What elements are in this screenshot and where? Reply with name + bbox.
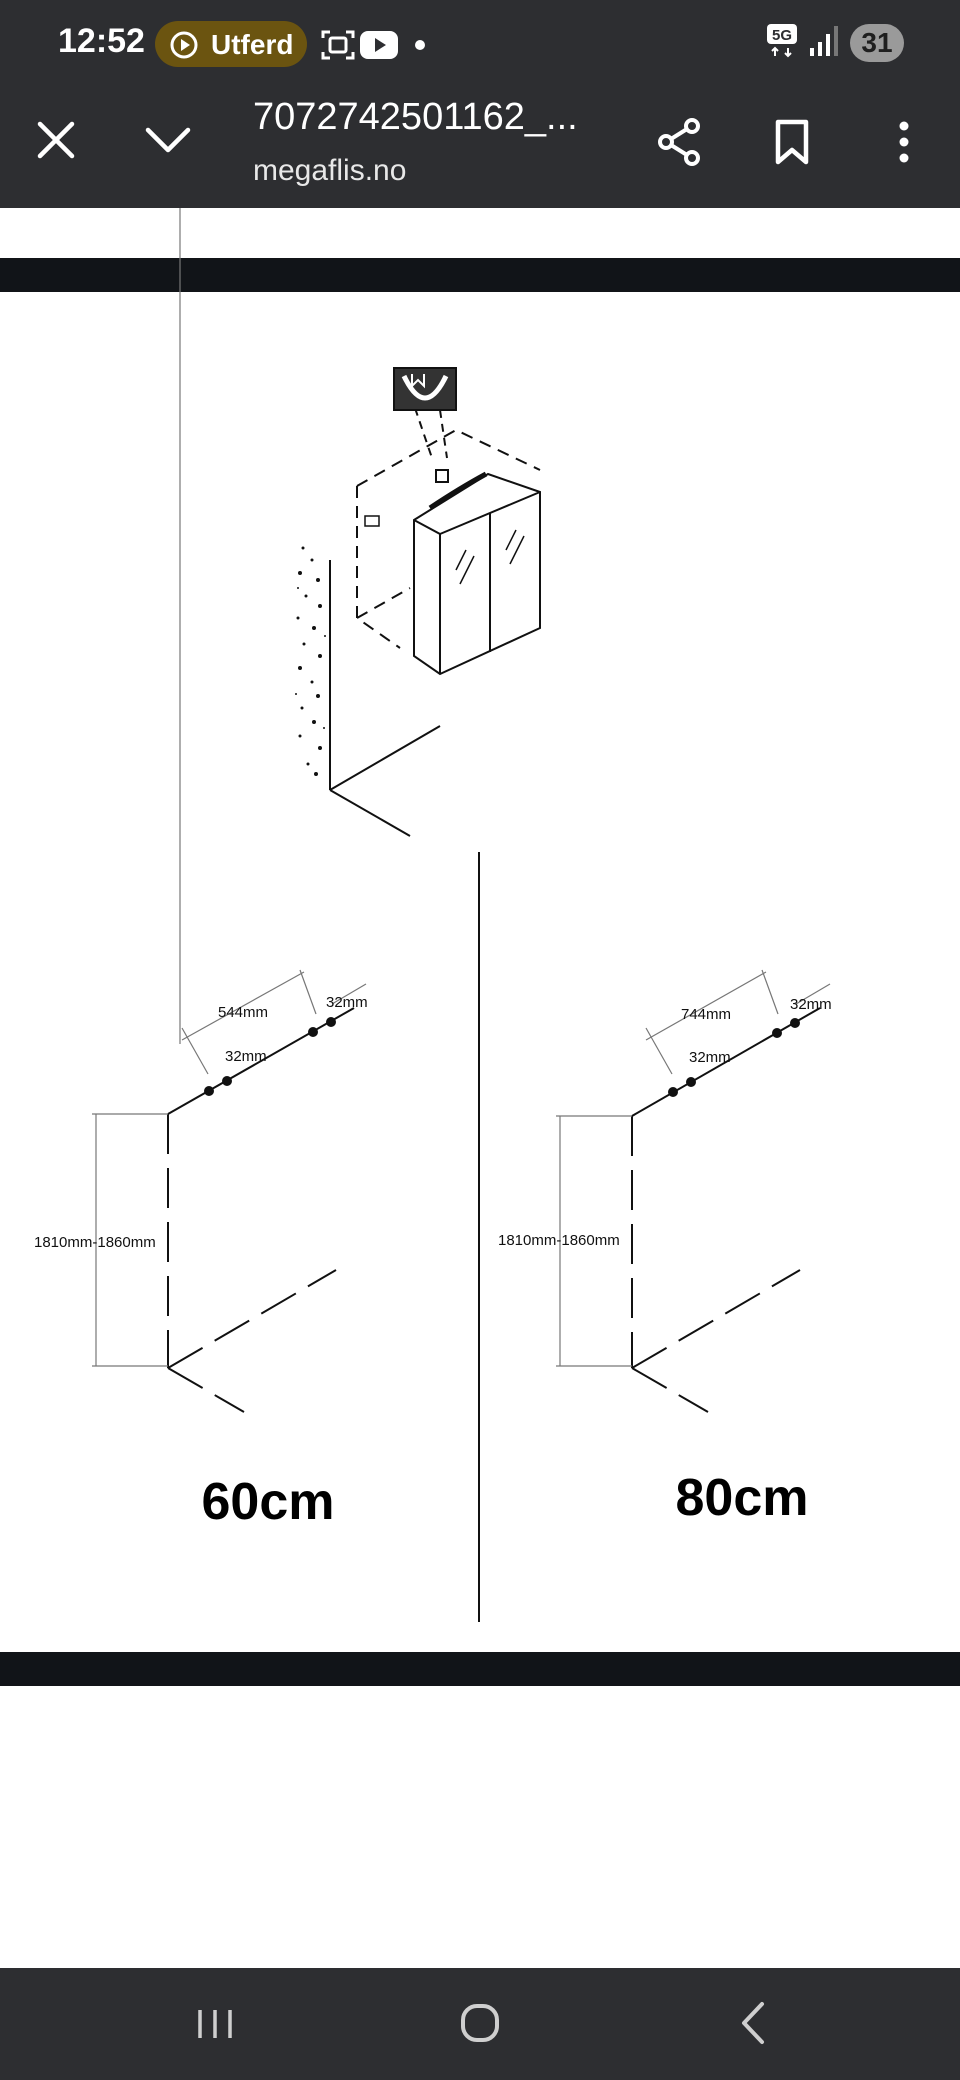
back-button[interactable] — [718, 1988, 788, 2058]
left-height-label: 1810mm-1860mm — [34, 1234, 156, 1251]
dot-icon — [415, 40, 425, 50]
chevron-down-icon — [145, 127, 191, 153]
left-dimension-drawing — [92, 208, 367, 1413]
minimize-button[interactable] — [140, 114, 196, 166]
status-time: 12:52 — [58, 22, 145, 60]
home-icon — [461, 2004, 499, 2042]
wall-texture — [295, 546, 326, 776]
youtube-icon — [360, 31, 398, 59]
page-border-bottom — [0, 1652, 960, 1686]
play-circle-icon — [170, 31, 198, 59]
signal-icon — [810, 26, 838, 56]
share-button[interactable] — [652, 114, 708, 170]
screenshot-icon — [321, 30, 355, 60]
share-icon — [658, 118, 700, 166]
recent-apps-button[interactable] — [180, 1988, 250, 2058]
right-width-label: 744mm — [681, 1006, 731, 1023]
close-icon — [37, 121, 75, 159]
network-5g-icon: 5G — [767, 24, 797, 58]
battery-indicator: 31 — [850, 24, 904, 62]
left-spacing-bottom-label: 32mm — [225, 1048, 267, 1065]
recording-pill[interactable]: Utferd — [155, 21, 307, 67]
page-border-top — [0, 258, 960, 292]
bookmark-button[interactable] — [764, 114, 820, 170]
recording-pill-label: Utferd — [211, 29, 294, 60]
home-button[interactable] — [445, 1988, 515, 2058]
back-icon — [742, 2002, 764, 2044]
close-button[interactable] — [30, 114, 82, 166]
more-options-button[interactable] — [880, 114, 928, 170]
right-dimension-drawing — [556, 969, 831, 1413]
right-height-label: 1810mm-1860mm — [498, 1232, 620, 1249]
left-size-label: 60cm — [202, 1473, 335, 1531]
bookmark-icon — [775, 119, 809, 165]
page-title: 7072742501162_... — [253, 96, 578, 138]
right-spacing-top-label: 32mm — [790, 996, 832, 1013]
cabinet-illustration — [295, 367, 541, 837]
network-label: 5G — [772, 27, 792, 44]
page-url: megaflis.no — [253, 154, 407, 187]
installation-diagram: 544mm 32mm 32mm 1810mm-1860mm 60cm 744mm… — [34, 208, 832, 1622]
more-vert-icon — [899, 121, 909, 163]
right-size-label: 80cm — [676, 1469, 809, 1527]
recent-apps-icon — [198, 2010, 232, 2038]
left-spacing-top-label: 32mm — [326, 994, 368, 1011]
right-spacing-bottom-label: 32mm — [689, 1049, 731, 1066]
custom-tab-toolbar: 7072742501162_... megaflis.no — [0, 86, 960, 208]
status-bar: 12:52 Utferd 5G 31 — [0, 0, 960, 86]
system-navigation-bar — [0, 1968, 960, 2080]
document-viewer[interactable]: 544mm 32mm 32mm 1810mm-1860mm 60cm 744mm… — [0, 208, 960, 1968]
left-width-label: 544mm — [218, 1004, 268, 1021]
